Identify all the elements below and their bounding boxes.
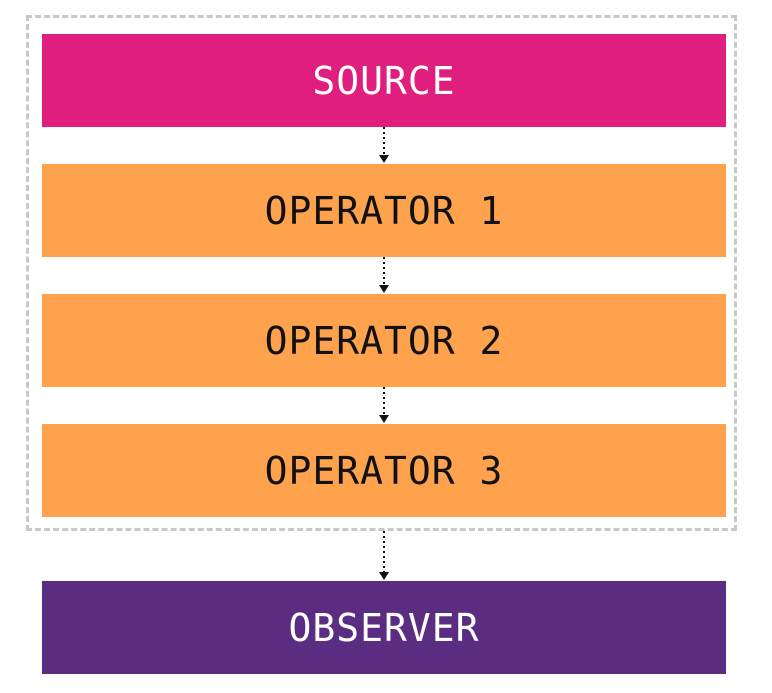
pipeline-frame <box>26 15 737 531</box>
arrow-operator-1-to-operator-2 <box>379 257 389 293</box>
operator-3-label: OPERATOR 3 <box>264 448 504 493</box>
operator-1-block: OPERATOR 1 <box>42 164 726 257</box>
operator-1-label: OPERATOR 1 <box>264 188 504 233</box>
source-block: SOURCE <box>42 34 726 127</box>
observer-block: OBSERVER <box>42 581 726 674</box>
arrow-operator-2-to-operator-3 <box>379 387 389 423</box>
operator-2-block: OPERATOR 2 <box>42 294 726 387</box>
observer-label: OBSERVER <box>288 605 480 650</box>
arrow-source-to-operator-1 <box>379 127 389 163</box>
operator-2-label: OPERATOR 2 <box>264 318 504 363</box>
source-label: SOURCE <box>312 58 456 103</box>
arrow-operator-3-to-observer <box>379 531 389 580</box>
operator-3-block: OPERATOR 3 <box>42 424 726 517</box>
